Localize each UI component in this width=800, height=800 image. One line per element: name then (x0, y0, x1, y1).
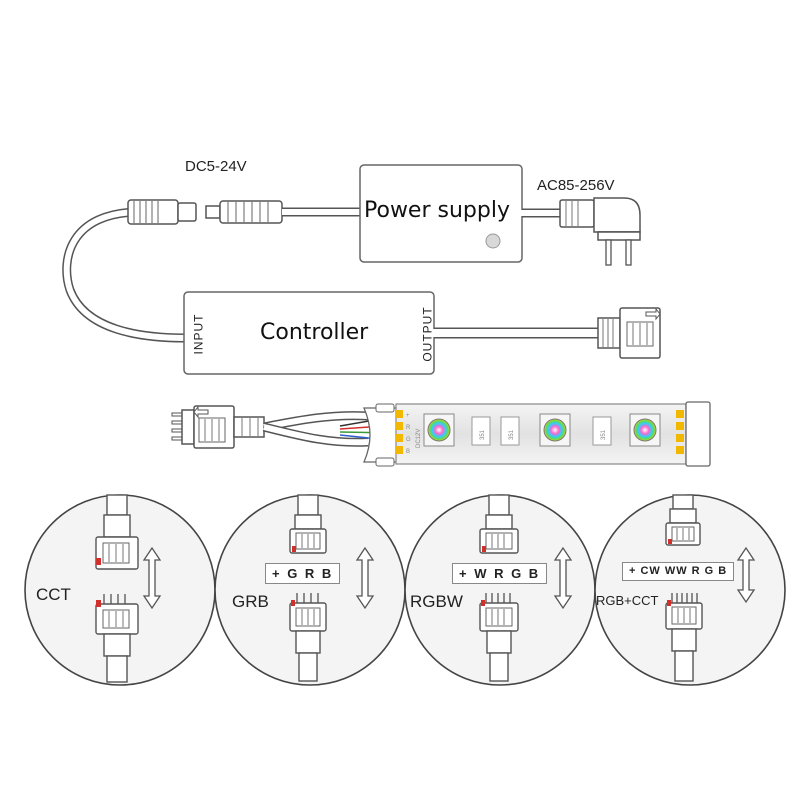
mode-label-rgbcct: RGB+CCT (596, 593, 659, 608)
resistor-label: 351 (601, 429, 607, 440)
dc-voltage-label: DC5-24V (185, 158, 247, 175)
ac-voltage-label: AC85-256V (537, 177, 615, 194)
controller-label: Controller (260, 320, 369, 345)
pad-label: G (406, 437, 411, 443)
mode-label-cct: CCT (36, 585, 71, 604)
dc-cable-to-controller (62, 207, 186, 343)
led-strip (395, 403, 687, 465)
power-supply-label: Power supply (364, 198, 510, 223)
strip-end-clip (363, 403, 399, 467)
grb-connectors (289, 494, 375, 682)
rgbw-connectors (479, 494, 573, 682)
pin-order-rgbcct: + CW WW R G B (622, 562, 735, 581)
power-supply-box (359, 164, 523, 263)
strip-voltage-label: DC12V (416, 429, 422, 448)
strip-input-plug (171, 405, 265, 449)
strip-lead-cable (262, 411, 369, 447)
ac-plug (520, 197, 641, 266)
resistor-label: 351 (480, 429, 486, 440)
controller-output-plug (597, 307, 661, 359)
mode-label-grb: GRB (232, 592, 269, 611)
pin-order-rgbw: + W R G B (452, 563, 548, 584)
strip-end-cap (685, 401, 711, 467)
cct-connectors (95, 494, 162, 683)
pin-order-grb: + G R B (265, 563, 341, 584)
mode-circles (24, 494, 786, 686)
dc-male-plug (205, 200, 283, 224)
input-port-label: INPUT (191, 313, 206, 355)
resistor-label: 351 (509, 429, 515, 440)
pad-label: + (406, 413, 410, 419)
rgbcct-connectors (665, 494, 756, 682)
mode-label-rgbw: RGBW (410, 592, 463, 611)
strip-text: + R G B DC12V 351 351 351 (406, 413, 607, 455)
pad-label: B (406, 449, 410, 455)
output-port-label: OUTPUT (420, 306, 435, 362)
pad-label: R (406, 425, 411, 431)
dc-female-plug (127, 199, 197, 225)
